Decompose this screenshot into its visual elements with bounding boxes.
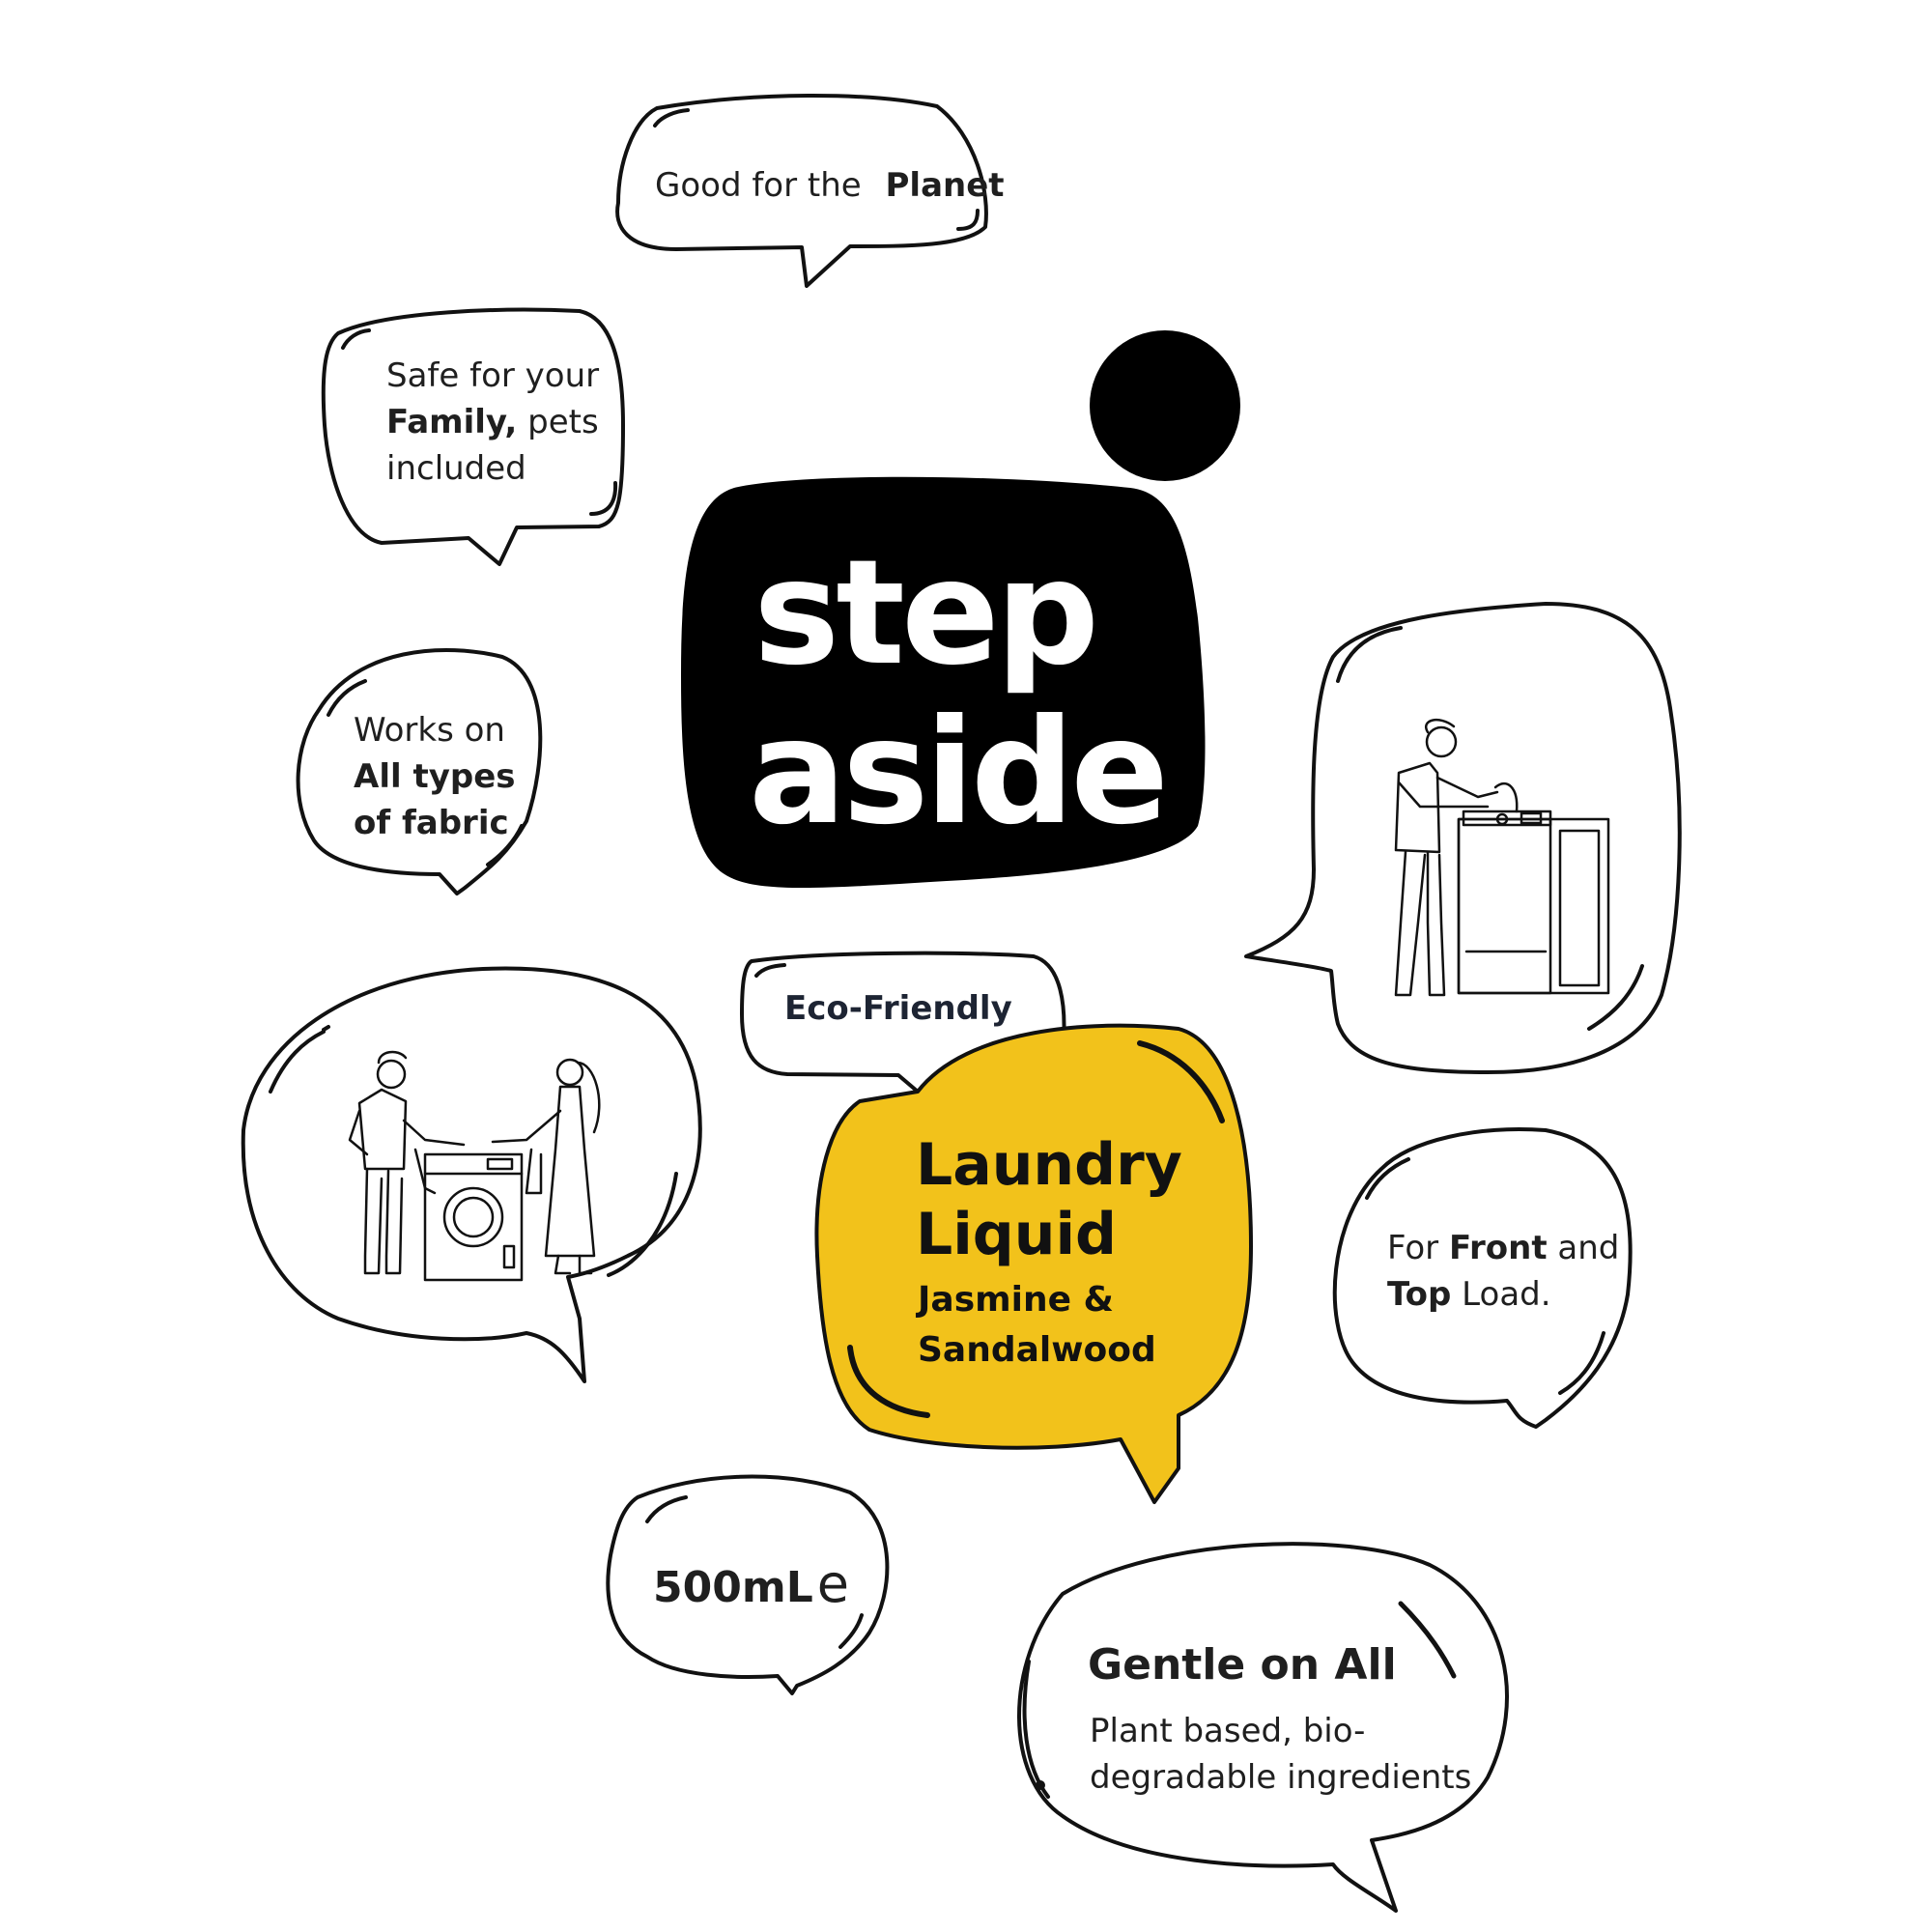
brand-line-1: step — [753, 529, 1099, 697]
load-bold-top: Top — [1387, 1275, 1452, 1314]
family-bubble — [321, 307, 625, 566]
gentle-body: Plant based, bio- degradable ingredients — [1090, 1708, 1471, 1801]
load-line-2: Top Load. — [1387, 1271, 1619, 1318]
brand-line-2: aside — [749, 689, 1169, 857]
product-scent: Jasmine & Sandalwood — [918, 1275, 1156, 1376]
product-scent-line-1: Jasmine & — [918, 1280, 1114, 1320]
product-scent-line-2: Sandalwood — [918, 1330, 1156, 1370]
load-post: Load. — [1451, 1275, 1551, 1314]
family-bold: Family, — [386, 403, 518, 441]
logo-dot — [1090, 330, 1240, 481]
family-line-2: Family, pets — [386, 399, 599, 445]
fabric-line-1: Works on — [354, 711, 505, 750]
planet-bubble — [615, 94, 988, 288]
product-name: Laundry Liquid — [916, 1130, 1182, 1269]
gentle-bubble — [1017, 1542, 1509, 1913]
family-line-2-rest: pets — [517, 403, 599, 441]
logo-blob — [681, 476, 1206, 889]
load-line-1: For Front and — [1387, 1225, 1619, 1271]
family-line-3: included — [386, 449, 526, 488]
load-bubble — [1332, 1127, 1633, 1429]
left-washer-illustration — [348, 1050, 601, 1282]
volume-value: 500mL — [653, 1563, 813, 1612]
volume-bubble — [606, 1474, 890, 1695]
load-bold-front: Front — [1448, 1229, 1548, 1267]
right-illustration-bubble — [1244, 602, 1682, 1074]
gentle-title: Gentle on All — [1088, 1640, 1397, 1690]
left-illustration-bubble — [241, 966, 702, 1383]
fabric-bold-1: All types — [354, 757, 516, 796]
product-bubble — [814, 1023, 1253, 1504]
fabric-bold-2: of fabric — [354, 804, 509, 842]
planet-text: Good for the — [655, 166, 862, 205]
eco-friendly-label: Eco-Friendly — [784, 989, 1012, 1028]
estimated-sign-icon: e — [816, 1553, 849, 1614]
planet-bubble-text: Good for the Planet — [655, 162, 1005, 209]
gentle-line-2: degradable ingredients — [1090, 1758, 1472, 1797]
family-bubble-text: Safe for your Family, pets included — [386, 353, 599, 492]
planet-bold: Planet — [885, 166, 1005, 205]
load-mid: and — [1547, 1229, 1620, 1267]
load-bubble-text: For Front and Top Load. — [1387, 1225, 1619, 1318]
fabric-bubble-text: Works on All types of fabric — [354, 707, 516, 846]
right-washer-illustration — [1394, 718, 1610, 997]
family-line-1: Safe for your — [386, 356, 600, 395]
gentle-line-1: Plant based, bio- — [1090, 1712, 1366, 1750]
load-pre: For — [1387, 1229, 1449, 1267]
volume-text: 500mLe — [653, 1553, 849, 1614]
product-name-line-1: Laundry — [916, 1131, 1182, 1199]
product-name-line-2: Liquid — [916, 1201, 1117, 1268]
